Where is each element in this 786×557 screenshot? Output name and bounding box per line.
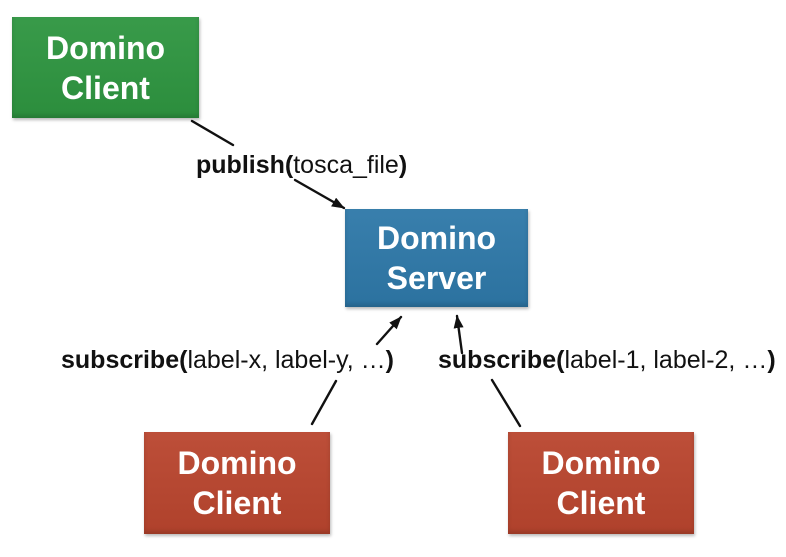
node-label-line1: Domino — [541, 445, 661, 481]
node-domino-client-subscriber-right: Domino Client — [508, 432, 694, 534]
subscribe-function-name: subscribe( — [438, 346, 565, 374]
node-domino-client-publisher: Domino Client — [12, 17, 199, 118]
subscribe-right-arrow-segment-lower — [490, 378, 522, 428]
node-domino-server: Domino Server — [345, 209, 528, 307]
node-label-line1: Domino — [45, 29, 166, 66]
subscribe-left-arrow-segment-lower — [310, 379, 338, 426]
subscribe-arguments: label-x, label-y, … — [187, 346, 386, 374]
node-label-line1: Domino — [177, 445, 297, 481]
publish-function-name: publish( — [196, 151, 294, 179]
publish-arguments: tosca_file — [293, 151, 399, 179]
subscribe-function-name: subscribe( — [61, 346, 188, 374]
node-label-line2: Client — [192, 485, 282, 521]
edge-label-subscribe-right: subscribe(label-1, label-2, …) — [438, 346, 776, 375]
node-domino-client-subscriber-left: Domino Client — [144, 432, 330, 534]
subscribe-arguments: label-1, label-2, … — [564, 346, 768, 374]
subscribe-close-paren: ) — [767, 346, 776, 374]
node-label-line2: Server — [386, 260, 487, 296]
node-label-line2: Client — [61, 69, 150, 106]
edge-label-subscribe-left: subscribe(label-x, label-y, …) — [61, 346, 394, 375]
edge-label-publish: publish(tosca_file) — [196, 151, 407, 180]
subscribe-close-paren: ) — [385, 346, 394, 374]
subscribe-left-arrow-segment-upper — [375, 315, 403, 346]
node-label-line1: Domino — [376, 220, 497, 256]
publish-arrow-segment-lower — [293, 178, 346, 210]
publish-close-paren: ) — [398, 151, 408, 179]
node-label-line2: Client — [556, 485, 646, 521]
publish-arrow-segment-upper — [190, 119, 235, 147]
